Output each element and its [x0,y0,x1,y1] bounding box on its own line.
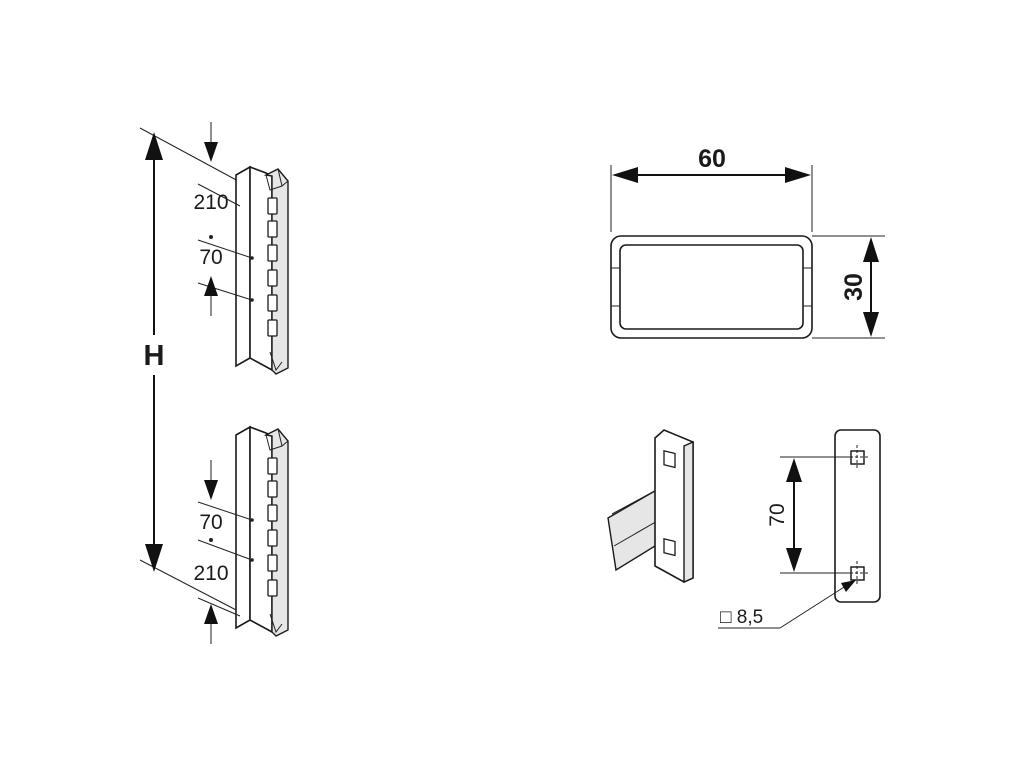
bracket-iso [607,429,694,584]
connector-width-label: 60 [698,145,726,173]
bracket-pitch-label: 70 [766,503,789,526]
height-dimension: H [139,127,241,613]
bottom-pitch-dimensions: 70 210 [193,460,254,644]
height-label: H [144,340,165,372]
bottom-pitch-label: 70 [199,511,222,534]
top-offset-label: 210 [193,191,228,214]
bracket-plate [834,429,881,603]
upright-bottom [235,425,289,637]
upright-top [235,165,289,375]
hole-size-label: □ 8,5 [720,607,763,628]
connector-view: 60 30 [610,145,885,339]
connector-height-label: 30 [840,273,868,301]
bottom-offset-label: 210 [193,562,228,585]
connector-inner [619,244,804,330]
top-pitch-dimensions: 210 70 [193,122,254,316]
top-pitch-label: 70 [199,246,222,269]
upright-assembly: H 210 [139,122,289,644]
bracket-front: 70 □ 8,5 [718,429,881,629]
